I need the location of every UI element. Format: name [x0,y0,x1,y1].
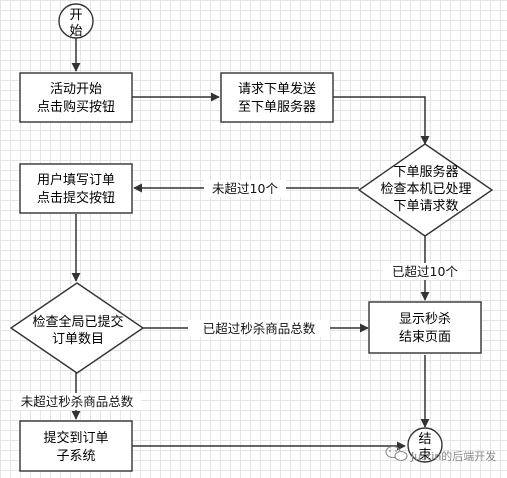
send-request-label-line1: 请求下单发送 [238,81,316,97]
global-check-label-line2: 订单数目 [52,332,104,347]
global-check-label-line1: 检查全局已提交 [32,314,123,330]
show-end-page-node: 显示秒杀 结束页面 [368,301,482,354]
click-buy-label-line1: 活动开始 [50,82,102,97]
server-check-decision: 下单服务器 检查本机已处理 下单请求数 [357,143,494,237]
submit-subsystem-label-line1: 提交到订单 [43,430,108,446]
edge-labels: 未超过10个 已超过10个 已超过秒杀商品总数 未超过秒杀商品总数 [13,180,467,410]
server-check-label-line2: 检查本机已处理 [380,182,471,197]
submit-subsystem-label-line2: 子系统 [56,449,95,464]
show-end-page-label-line1: 显示秒杀 [399,312,451,327]
global-check-decision: 检查全局已提交 订单数目 [9,282,145,374]
submit-subsystem-node: 提交到订单 子系统 [19,420,133,472]
show-end-page-label-line2: 结束页面 [399,330,451,345]
click-buy-node: 活动开始 点击购买按钮 [19,72,133,123]
end-node: 结 束 [407,427,443,463]
wechat-icon [385,445,408,462]
fill-order-label-line2: 点击提交按钮 [37,190,115,206]
fill-order-node: 用户填写订单 点击提交按钮 [19,163,133,214]
fill-order-label-line1: 用户填写订单 [37,172,115,188]
edge-label-over-total: 已超过秒杀商品总数 [203,321,316,336]
edge-label-not-over-total: 未超过秒杀商品总数 [21,394,134,409]
end-node-label-line2: 束 [418,448,431,463]
watermark: Justin的后端开发 [385,445,496,463]
send-request-node: 请求下单发送 至下单服务器 [220,72,334,123]
edge-send-request-to-server-check [333,96,430,145]
watermark-text: Justin的后端开发 [410,449,496,463]
end-node-label-line1: 结 [418,432,431,447]
start-node-label-line1: 开 [69,8,82,23]
start-node: 开 始 [58,3,94,39]
click-buy-label-line2: 点击购买按钮 [37,99,115,115]
server-check-label-line3: 下单请求数 [393,199,458,214]
send-request-label-line2: 至下单服务器 [238,99,316,115]
edge-label-not-over-10: 未超过10个 [212,181,278,196]
server-check-label-line1: 下单服务器 [393,164,458,180]
edge-label-over-10: 已超过10个 [392,264,458,279]
start-node-label-line2: 始 [69,24,82,39]
